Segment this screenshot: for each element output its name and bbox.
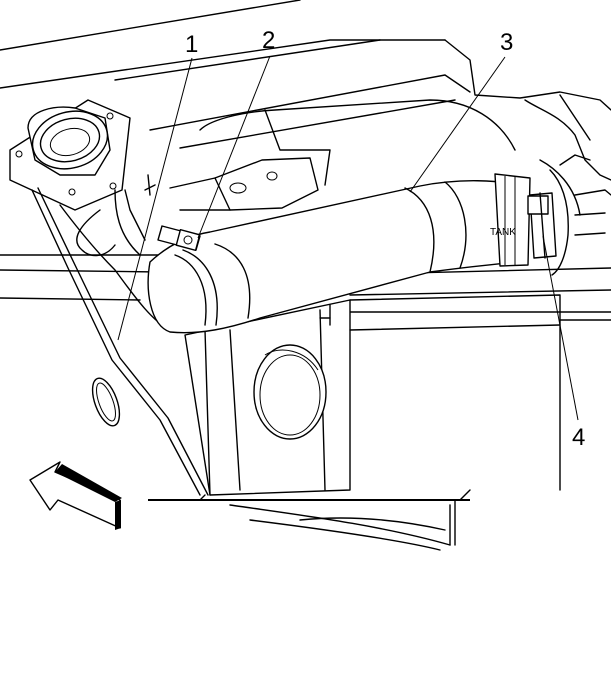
hose-tank-label: TANK — [490, 227, 516, 238]
hose-connector — [527, 154, 611, 276]
callout-3: 3 — [500, 29, 513, 56]
leader-line-3 — [409, 56, 506, 193]
callout-leaders — [117, 55, 579, 421]
front-direction-arrow — [29, 461, 122, 530]
leader-line-1 — [117, 57, 193, 341]
callout-2: 2 — [262, 27, 275, 54]
filler-neck — [9, 99, 171, 331]
fuel-fill-hose — [147, 173, 531, 334]
vent-tube — [31, 187, 209, 496]
leader-line-4 — [542, 235, 579, 421]
vehicle-body-structure — [0, 0, 611, 551]
callout-4: 4 — [572, 424, 585, 451]
callout-1: 1 — [185, 31, 198, 58]
leader-line-2 — [197, 55, 271, 239]
